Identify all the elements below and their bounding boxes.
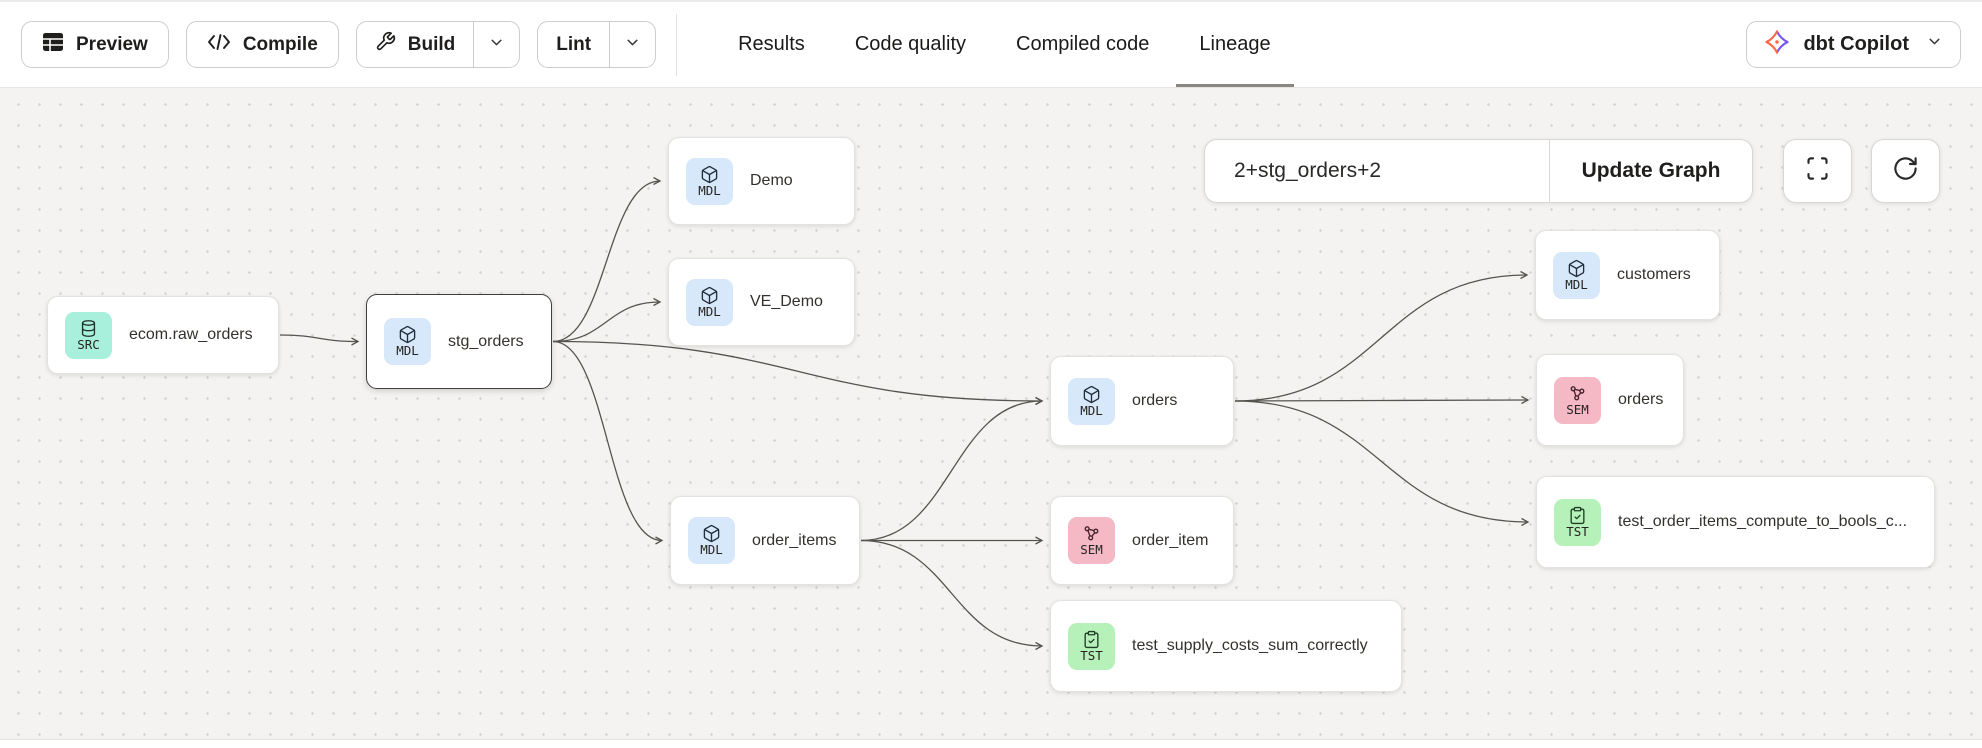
tab-results[interactable]: Results (738, 33, 805, 55)
edge-orders_mdl-to-test_order_items (1234, 400, 1530, 527)
node-label: test_supply_costs_sum_correctly (1132, 637, 1368, 654)
edge-order_items-to-orders_mdl (860, 396, 1044, 542)
table-icon (42, 32, 64, 58)
node-label: test_order_items_compute_to_bools_c... (1618, 513, 1908, 530)
cube-icon: MDL (686, 278, 733, 326)
semantic-model-icon: SEM (1068, 517, 1115, 564)
code-icon (207, 32, 231, 58)
node-label: orders (1618, 391, 1664, 408)
node-label: customers (1617, 266, 1691, 283)
build-dropdown-button[interactable] (473, 22, 519, 67)
test-clipboard-icon: TST (1068, 622, 1115, 670)
lineage-node-orders_mdl[interactable]: MDL orders (1050, 356, 1234, 446)
tab-code-quality[interactable]: Code quality (854, 33, 966, 55)
database-icon: SRC (65, 311, 112, 359)
node-label: orders (1132, 392, 1178, 409)
lineage-node-order_item_sem[interactable]: SEM order_item (1050, 496, 1234, 585)
node-label: ecom.raw_orders (129, 326, 253, 343)
chevron-down-icon (488, 34, 505, 56)
build-button-label: Build (407, 33, 456, 55)
edge-orders_mdl-to-customers (1234, 270, 1529, 402)
cube-icon: MDL (686, 157, 733, 205)
chevron-down-icon (624, 34, 641, 56)
lint-split-button: Lint (537, 21, 657, 68)
dbt-copilot-button[interactable]: dbt Copilot (1746, 21, 1961, 68)
wrench-icon (375, 31, 396, 58)
edge-ecom_raw_orders-to-stg_orders (279, 334, 360, 346)
toolbar-divider (676, 13, 678, 76)
build-split-button: Build (355, 21, 521, 68)
node-label: order_items (752, 531, 837, 549)
maximize-icon (1804, 155, 1831, 187)
dbt-logo-icon (1764, 29, 1790, 61)
refresh-button[interactable] (1871, 139, 1940, 203)
compile-button-label: Compile (242, 33, 318, 55)
lineage-selector: 2+stg_orders+2 Update Graph (1204, 139, 1753, 203)
tab-compiled-code[interactable]: Compiled code (1016, 33, 1150, 55)
lineage-node-ve_demo[interactable]: MDL VE_Demo (668, 258, 855, 346)
edge-stg_orders-to-orders_mdl (552, 340, 1044, 406)
result-tabs: Results Code quality Compiled code Lineage (713, 2, 1296, 87)
lineage-node-customers[interactable]: MDL customers (1535, 230, 1720, 320)
node-label: order_item (1132, 531, 1209, 549)
refresh-icon (1892, 155, 1919, 187)
edge-order_items-to-test_supply_costs (860, 539, 1044, 651)
lint-dropdown-button[interactable] (609, 22, 655, 67)
lineage-node-order_items[interactable]: MDL order_items (670, 496, 860, 585)
dbt-copilot-label: dbt Copilot (1803, 33, 1909, 55)
lineage-node-ecom_raw_orders[interactable]: SRC ecom.raw_orders (47, 296, 279, 374)
chevron-down-icon (1926, 33, 1943, 56)
edge-stg_orders-to-order_items (552, 340, 664, 545)
header: Preview Compile Build Lint (0, 0, 1982, 88)
selector-input[interactable]: 2+stg_orders+2 (1234, 159, 1382, 182)
build-button[interactable]: Build (357, 22, 474, 67)
cube-icon: MDL (384, 318, 431, 365)
cube-icon: MDL (688, 517, 735, 564)
lineage-node-demo[interactable]: MDL Demo (668, 137, 855, 225)
lineage-node-orders_sem[interactable]: SEM orders (1536, 354, 1684, 446)
canvas-bottom-strip (0, 739, 1982, 748)
cube-icon: MDL (1553, 251, 1600, 299)
preview-button-label: Preview (76, 33, 148, 55)
test-clipboard-icon: TST (1554, 498, 1601, 546)
preview-button[interactable]: Preview (21, 21, 169, 68)
compile-button[interactable]: Compile (185, 21, 339, 68)
edge-stg_orders-to-demo (552, 176, 662, 343)
lint-button[interactable]: Lint (538, 22, 609, 67)
toolbar: Preview Compile Build Lint (0, 21, 657, 68)
lineage-node-test_supply_costs[interactable]: TST test_supply_costs_sum_correctly (1050, 600, 1402, 692)
node-label: VE_Demo (750, 293, 823, 310)
node-label: Demo (750, 172, 793, 189)
fullscreen-button[interactable] (1783, 139, 1852, 203)
semantic-model-icon: SEM (1554, 376, 1601, 424)
edge-stg_orders-to-ve_demo (552, 297, 662, 343)
lineage-node-test_order_items[interactable]: TST test_order_items_compute_to_bools_c..… (1536, 476, 1935, 568)
lint-button-label: Lint (556, 33, 592, 55)
cube-icon: MDL (1068, 377, 1115, 425)
tab-lineage[interactable]: Lineage (1174, 2, 1295, 87)
node-label: stg_orders (448, 332, 524, 350)
update-graph-button[interactable]: Update Graph (1549, 140, 1752, 202)
edge-orders_mdl-to-orders_sem (1234, 395, 1530, 405)
lineage-node-stg_orders[interactable]: MDL stg_orders (366, 294, 552, 389)
